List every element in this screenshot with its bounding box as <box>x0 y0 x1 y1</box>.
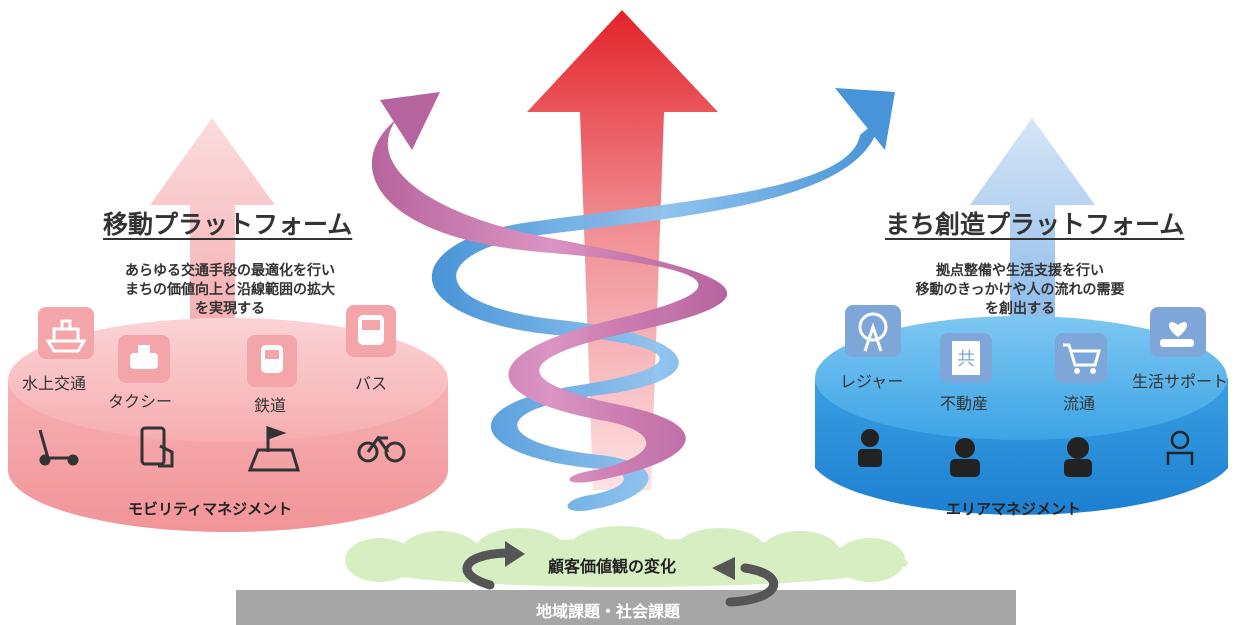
train-icon <box>261 345 283 373</box>
left-base-label: モビリティマネジメント <box>128 500 293 518</box>
ship-icon <box>45 319 87 353</box>
right-platform-description: 拠点整備や生活支援を行い 移動のきっかけや人の流れの需要 を創出する <box>915 263 1125 317</box>
kick-scooter-icon <box>38 429 79 466</box>
taxi-icon <box>130 345 158 369</box>
blue-ribbon-head <box>835 88 895 150</box>
cycle-arrowhead-left <box>505 541 525 567</box>
cloud-label: 顧客価値観の変化 <box>548 557 677 576</box>
left-platform-title: 移動プラットフォーム <box>103 210 353 239</box>
map-flag-icon <box>247 425 301 472</box>
ferris-wheel-icon <box>858 312 888 352</box>
bus-icon-box <box>346 305 396 357</box>
purple-ribbon-head <box>380 92 440 150</box>
ground-bar <box>236 590 1016 625</box>
blue-ribbon <box>431 118 880 512</box>
label-water-transport: 水上交通 <box>22 374 87 393</box>
right-platform-disk <box>815 316 1228 515</box>
label-railway: 鉄道 <box>254 396 287 415</box>
cycle-arrows <box>462 548 779 607</box>
building-icon-box: 共 <box>940 333 992 383</box>
label-distribution: 流通 <box>1063 394 1096 413</box>
smartphone-icon <box>140 426 174 468</box>
shopping-cart-icon <box>1063 343 1101 374</box>
svg-text:共: 共 <box>957 349 975 370</box>
label-life-support: 生活サポート <box>1132 372 1229 391</box>
label-taxi: タクシー <box>108 392 173 411</box>
train-icon-box <box>247 335 297 387</box>
bus-icon <box>358 315 384 345</box>
label-real-estate: 不動産 <box>940 394 989 413</box>
heart-hand-icon <box>1160 322 1194 347</box>
left-up-arrow <box>150 118 275 395</box>
taxi-icon-box <box>118 335 170 383</box>
right-base-label: エリアマネジメント <box>946 500 1082 518</box>
staff-icon <box>858 429 882 467</box>
shopping-cart-icon-box <box>1055 333 1107 383</box>
right-platform-title: まち創造プラットフォーム <box>885 210 1185 239</box>
ground-label: 地域課題・社会課題 <box>536 602 681 621</box>
label-leisure: レジャー <box>840 372 904 391</box>
left-platform-description: あらゆる交通手段の最適化を行い まちの価値向上と沿線範囲の拡大 を実現する <box>125 263 335 317</box>
cycle-arrowhead-right <box>712 557 735 580</box>
woman-icon <box>1064 437 1092 477</box>
chef-icon <box>1166 430 1194 465</box>
right-up-arrow <box>970 118 1095 395</box>
ship-icon-box <box>38 307 94 359</box>
center-up-arrow <box>527 10 718 490</box>
worker-icon <box>950 438 980 477</box>
spiral-ribbons <box>371 88 895 512</box>
building-icon: 共 <box>952 341 980 375</box>
ferris-wheel-icon-box <box>845 305 901 357</box>
label-bus: バス <box>355 374 388 393</box>
bicycle-icon <box>357 435 406 463</box>
heart-hand-icon-box <box>1150 307 1206 357</box>
